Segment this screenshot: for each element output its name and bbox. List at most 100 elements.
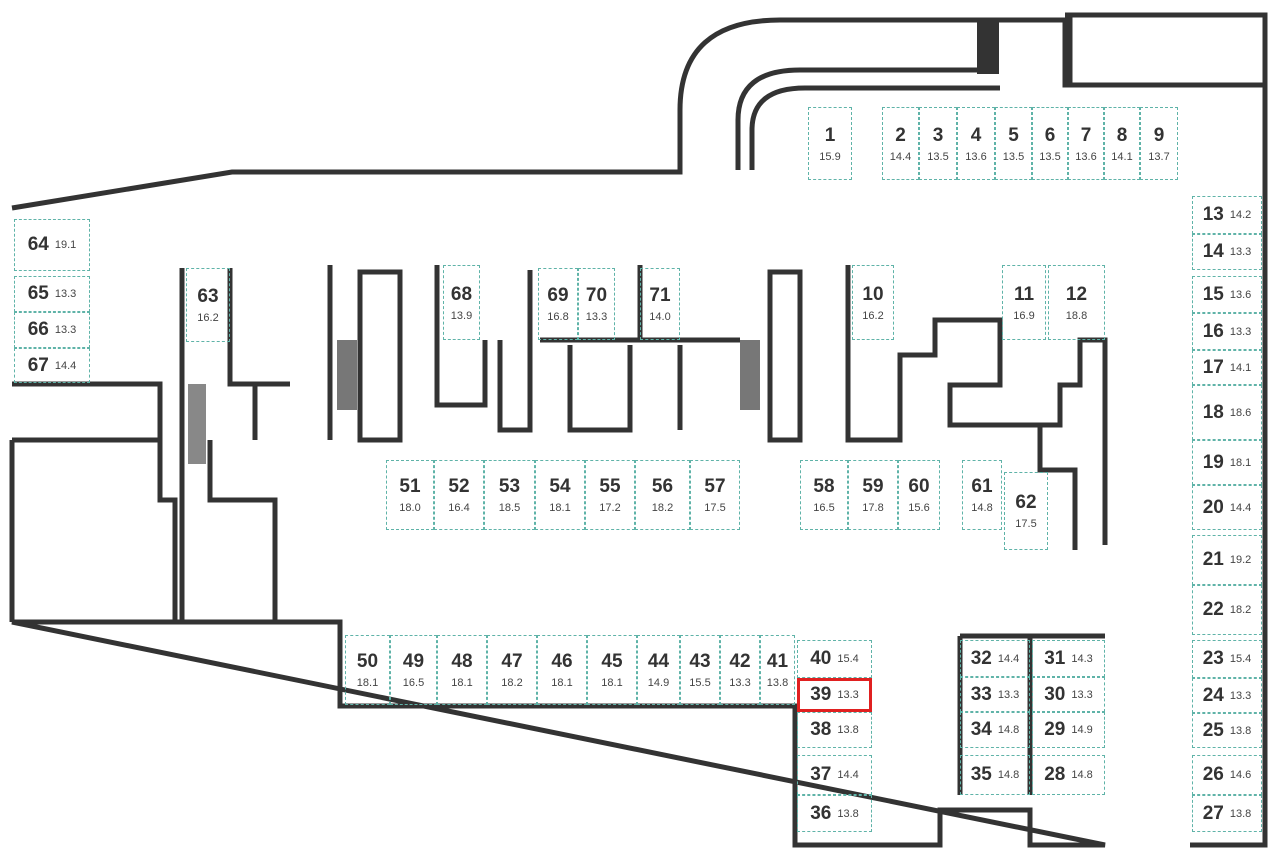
parking-spot[interactable]: 43 15.5 — [680, 635, 720, 705]
spot-area: 14.2 — [1229, 209, 1252, 221]
spot-number: 67 — [27, 354, 49, 376]
spot-number: 24 — [1202, 684, 1224, 706]
spot-area: 14.0 — [649, 311, 671, 323]
spot-area: 17.2 — [599, 502, 621, 514]
spot-area: 18.8 — [1065, 309, 1088, 322]
spot-number: 66 — [27, 319, 49, 340]
spot-number: 2 — [895, 124, 906, 146]
spot-number: 35 — [970, 764, 992, 785]
parking-spot[interactable]: 55 17.2 — [585, 460, 635, 530]
spot-area: 16.5 — [402, 677, 425, 689]
spot-area: 13.3 — [729, 677, 751, 689]
spot-number: 16 — [1202, 320, 1224, 342]
spot-area: 13.3 — [1229, 246, 1252, 258]
spot-number: 17 — [1202, 356, 1224, 378]
spot-number: 60 — [908, 476, 930, 497]
spot-area: 13.3 — [997, 688, 1020, 701]
spot-area: 16.4 — [448, 502, 470, 514]
spot-number: 62 — [1015, 492, 1037, 513]
spot-number: 21 — [1202, 549, 1224, 570]
spot-number: 27 — [1202, 802, 1224, 824]
spot-number: 10 — [862, 283, 884, 305]
spot-number: 36 — [810, 802, 832, 824]
spot-number: 55 — [599, 476, 621, 497]
outer-wall — [11, 17, 1268, 848]
spot-area: 17.8 — [862, 502, 884, 514]
spot-number: 31 — [1044, 647, 1066, 669]
spot-number: 43 — [689, 651, 711, 672]
spot-area: 15.5 — [689, 677, 711, 689]
top-right-room — [1065, 12, 1268, 85]
